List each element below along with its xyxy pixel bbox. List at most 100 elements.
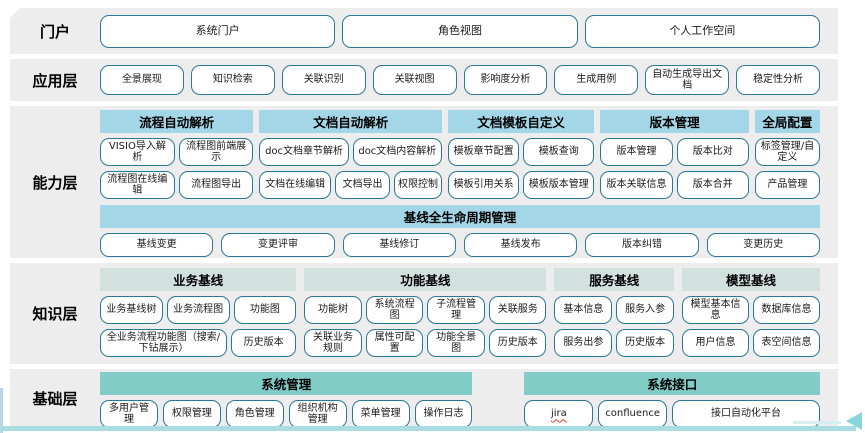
group-row: 多用户管理 权限管理 角色管理 组织机构管理 菜单管理 操作日志 — [100, 400, 473, 428]
node-version-merge: 版本合并 — [676, 171, 749, 199]
application-content: 全景展现 知识检索 关联识别 关联视图 影响度分析 生成用例 自动生成导出文档 … — [100, 59, 820, 101]
group-row: 用户信息 表空间信息 — [682, 329, 820, 357]
node-generate-usecase: 生成用例 — [554, 65, 639, 95]
node-baseline-release: 基线发布 — [463, 233, 578, 257]
group-row: 模板引用关系 模板版本管理 — [447, 171, 595, 199]
node-template-query: 模板查询 — [523, 138, 595, 166]
node-system-portal: 系统门户 — [100, 14, 336, 48]
group-system-interface: 系统接口 jira confluence 接口自动化平台 — [524, 372, 820, 428]
node-basic-info: 基本信息 — [554, 296, 613, 324]
node-service-input-params: 服务入参 — [616, 296, 675, 324]
group-header-model-baseline: 模型基线 — [682, 268, 820, 291]
layer-band-capability: 能力层 流程自动解析 VISIO导入解析 流程图前端展示 流程图在线编辑 流程图… — [10, 106, 838, 258]
node-panorama: 全景展现 — [100, 65, 184, 95]
node-database-info: 数据库信息 — [753, 296, 820, 324]
node-stability-analysis: 稳定性分析 — [736, 65, 820, 95]
node-role-mgmt: 角色管理 — [225, 400, 284, 428]
group-header-baseline-lifecycle: 基线全生命周期管理 — [100, 205, 820, 228]
page-corner-cut — [0, 0, 28, 28]
node-version-correction: 版本纠错 — [585, 233, 699, 257]
node-version-relation-info: 版本关联信息 — [600, 171, 673, 199]
group-row: VISIO导入解析 流程图前端展示 — [100, 138, 254, 166]
group-header-service-baseline: 服务基线 — [554, 268, 675, 291]
group-row: 流程图在线编辑 流程图导出 — [100, 171, 254, 199]
portal-content: 系统门户 角色视图 个人工作空间 — [100, 8, 820, 54]
node-flowchart-online-edit: 流程图在线编辑 — [100, 171, 175, 199]
node-doc-chapter-parse: doc文档章节解析 — [259, 138, 349, 166]
group-row: 版本关联信息 版本合并 — [600, 171, 749, 199]
left-accent-line — [0, 388, 3, 433]
node-tablespace-info: 表空间信息 — [753, 329, 820, 357]
node-business-flowchart: 业务流程图 — [166, 296, 230, 324]
jira-label: jira — [550, 408, 567, 420]
layer-band-foundation: 基础层 系统管理 多用户管理 权限管理 角色管理 组织机构管理 菜单管理 操作日… — [10, 369, 838, 428]
capability-groups: 流程自动解析 VISIO导入解析 流程图前端展示 流程图在线编辑 流程图导出 文… — [100, 110, 820, 199]
baseline-row: 基线变更 变更评审 基线修订 基线发布 版本纠错 变更历史 — [100, 233, 820, 257]
node-version-mgmt: 版本管理 — [600, 138, 673, 166]
node-doc-online-edit: 文档在线编辑 — [259, 171, 331, 199]
node-subprocess-mgmt: 子流程管理 — [427, 296, 485, 324]
group-row: 基本信息 服务入参 — [554, 296, 675, 324]
layer-label-portal: 门户 — [39, 22, 70, 41]
layer-band-knowledge: 知识层 业务基线 业务基线树 业务流程图 功能图 全业务流程功能图（搜索/下钻展… — [10, 263, 838, 364]
node-personal-workspace: 个人工作空间 — [584, 14, 820, 48]
node-change-review: 变更评审 — [221, 233, 335, 257]
node-history-version: 历史版本 — [231, 329, 297, 357]
node-baseline-change: 基线变更 — [100, 233, 214, 257]
node-relation-identify: 关联识别 — [281, 65, 366, 95]
node-confluence: confluence — [598, 400, 668, 428]
node-history-version: 历史版本 — [488, 329, 547, 357]
group-header-process-parse: 流程自动解析 — [100, 110, 254, 133]
group-row: jira confluence 接口自动化平台 — [524, 400, 820, 428]
group-header-function-baseline: 功能基线 — [304, 268, 547, 291]
group-version-mgmt: 版本管理 版本管理 版本比对 版本关联信息 版本合并 — [600, 110, 749, 199]
group-row: 业务基线树 业务流程图 功能图 — [100, 296, 297, 324]
node-menu-mgmt: 菜单管理 — [351, 400, 410, 428]
group-business-baseline: 业务基线 业务基线树 业务流程图 功能图 全业务流程功能图（搜索/下钻展示） 历… — [100, 268, 297, 364]
node-function-diagram: 功能图 — [233, 296, 297, 324]
group-doc-parse: 文档自动解析 doc文档章节解析 doc文档内容解析 文档在线编辑 文档导出 权… — [259, 110, 442, 199]
layer-label-foundation: 基础层 — [32, 390, 78, 408]
group-row: 全业务流程功能图（搜索/下钻展示） 历史版本 — [100, 329, 297, 357]
group-row: 服务出参 历史版本 — [554, 329, 675, 357]
group-row: 版本管理 版本比对 — [600, 138, 749, 166]
group-row: 标签管理/自定义 — [754, 138, 820, 166]
bottom-accent-bar — [0, 426, 856, 431]
layer-label-application: 应用层 — [32, 71, 78, 90]
node-system-flowchart: 系统流程图 — [365, 296, 424, 324]
group-header-doc-parse: 文档自动解析 — [259, 110, 442, 133]
node-tag-mgmt-custom: 标签管理/自定义 — [754, 138, 820, 166]
node-flowchart-front-display: 流程图前端展示 — [178, 138, 254, 166]
group-header-version-mgmt: 版本管理 — [600, 110, 749, 133]
group-header-global-config: 全局配置 — [754, 110, 820, 133]
node-service-output-params: 服务出参 — [554, 329, 613, 357]
node-org-structure-mgmt: 组织机构管理 — [288, 400, 347, 428]
node-template-chapter-config: 模板章节配置 — [447, 138, 520, 166]
node-jira: jira — [524, 400, 594, 428]
group-global-config: 全局配置 标签管理/自定义 产品管理 — [754, 110, 820, 199]
node-function-panorama: 功能全景图 — [427, 329, 485, 357]
group-row: 模板章节配置 模板查询 — [447, 138, 595, 166]
node-visio-import: VISIO导入解析 — [100, 138, 175, 166]
group-system-mgmt: 系统管理 多用户管理 权限管理 角色管理 组织机构管理 菜单管理 操作日志 — [100, 372, 473, 428]
node-related-services: 关联服务 — [488, 296, 547, 324]
group-process-parse: 流程自动解析 VISIO导入解析 流程图前端展示 流程图在线编辑 流程图导出 — [100, 110, 254, 199]
group-service-baseline: 服务基线 基本信息 服务入参 服务出参 历史版本 — [554, 268, 675, 364]
node-template-reference: 模板引用关系 — [447, 171, 520, 199]
knowledge-content: 业务基线 业务基线树 业务流程图 功能图 全业务流程功能图（搜索/下钻展示） 历… — [100, 263, 820, 364]
node-doc-content-parse: doc文档内容解析 — [352, 138, 442, 166]
layer-label-capability: 能力层 — [32, 173, 78, 192]
node-business-baseline-tree: 业务基线树 — [100, 296, 163, 324]
left-arrow-icon — [846, 412, 862, 430]
group-header-system-interface: 系统接口 — [524, 372, 820, 395]
node-permission-mgmt: 权限管理 — [162, 400, 221, 428]
node-auto-export-doc: 自动生成导出文档 — [645, 65, 730, 95]
group-row: 关联业务规则 属性可配置 功能全景图 历史版本 — [304, 329, 547, 357]
capability-content: 流程自动解析 VISIO导入解析 流程图前端展示 流程图在线编辑 流程图导出 文… — [100, 106, 820, 258]
node-permission-control: 权限控制 — [393, 171, 442, 199]
node-multiuser-mgmt: 多用户管理 — [100, 400, 158, 428]
foundation-content: 系统管理 多用户管理 权限管理 角色管理 组织机构管理 菜单管理 操作日志 系统… — [100, 369, 820, 428]
node-product-mgmt: 产品管理 — [754, 171, 820, 199]
group-row: 文档在线编辑 文档导出 权限控制 — [259, 171, 442, 199]
